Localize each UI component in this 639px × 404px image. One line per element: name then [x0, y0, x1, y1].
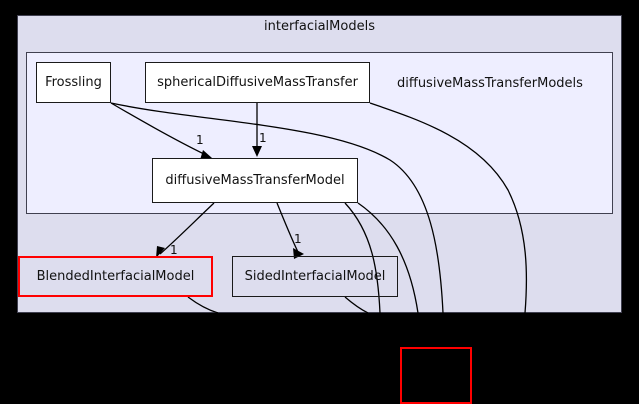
- edge-label-frossling-to-model: 1: [196, 133, 204, 147]
- node-spherical-diffusive-mass-transfer[interactable]: sphericalDiffusiveMassTransfer: [145, 62, 370, 103]
- node-diffusive-mass-transfer-model[interactable]: diffusiveMassTransferModel: [152, 158, 358, 203]
- node-sided-interfacial-model-label: SidedInterfacialModel: [244, 269, 386, 284]
- cluster-label-interfacial-models: interfacialModels: [264, 19, 375, 34]
- edge-label-model-to-blended: 1: [170, 243, 178, 257]
- node-blended-interfacial-model-label: BlendedInterfacialModel: [36, 269, 195, 284]
- node-diffusive-mass-transfer-model-label: diffusiveMassTransferModel: [165, 173, 345, 188]
- edge-label-spherical-to-model: 1: [259, 131, 267, 145]
- node-frossling-label: Frossling: [45, 75, 102, 90]
- node-blended-interfacial-model[interactable]: BlendedInterfacialModel: [18, 256, 213, 297]
- edge-label-model-to-sided: 1: [294, 232, 302, 246]
- cluster-label-diffusive-mass-transfer-models: diffusiveMassTransferModels: [397, 76, 583, 91]
- node-frossling[interactable]: Frossling: [36, 62, 111, 103]
- node-spherical-diffusive-mass-transfer-label: sphericalDiffusiveMassTransfer: [157, 75, 358, 90]
- node-sided-interfacial-model[interactable]: SidedInterfacialModel: [232, 256, 398, 297]
- node-clipped-offscreen[interactable]: [400, 347, 472, 404]
